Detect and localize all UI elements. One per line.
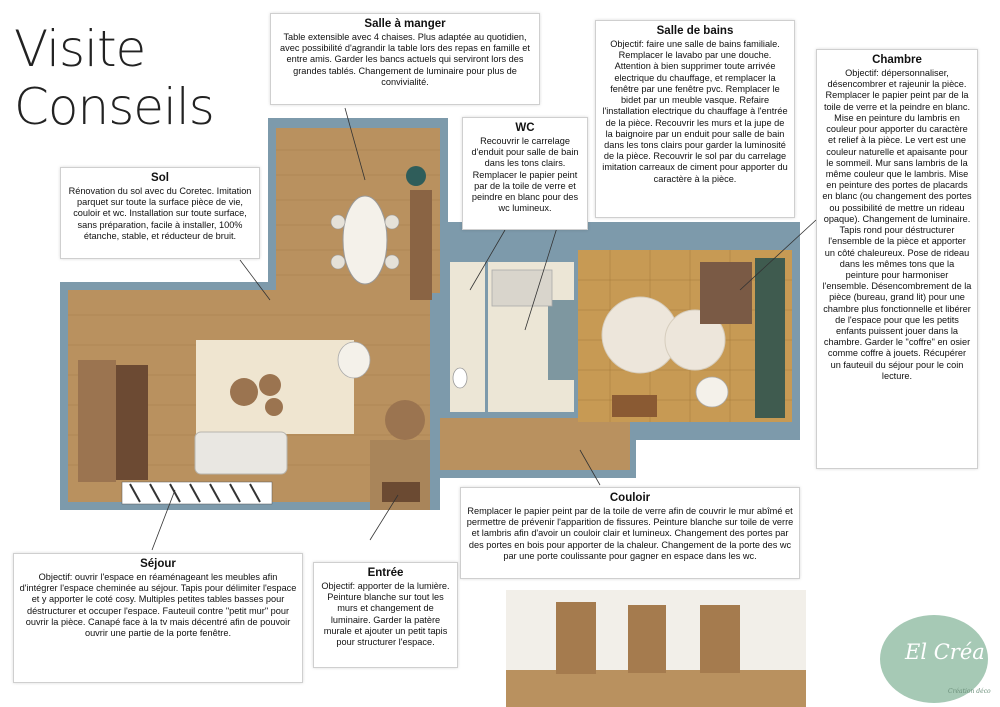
wc-toilet xyxy=(452,367,468,389)
note-title: Entrée xyxy=(367,567,404,579)
note-wc: WC Recouvrir le carrelage d'enduit pour … xyxy=(462,117,588,230)
corridor-door xyxy=(556,602,596,674)
note-title: Salle à manger xyxy=(364,18,446,30)
dining-table xyxy=(342,195,388,285)
dining-chair xyxy=(330,214,346,230)
bedroom-small-rug xyxy=(664,309,726,371)
note-salle-de-bains: Salle de bains Objectif: faire une salle… xyxy=(595,20,795,218)
corridor-view-floor xyxy=(506,670,806,707)
note-title: Couloir xyxy=(609,492,651,504)
note-title: Chambre xyxy=(872,54,922,66)
note-text: Objectif: apporter de la lumière. Peintu… xyxy=(321,581,450,648)
note-title: Salle de bains xyxy=(656,25,734,37)
page-title-line1: Visite xyxy=(14,20,146,78)
note-text: Remplacer le papier peint par de la toil… xyxy=(466,506,794,561)
corridor-floor xyxy=(440,418,630,470)
bedroom-green-wall xyxy=(755,258,785,418)
bookcase xyxy=(116,365,148,480)
note-couloir: Couloir Remplacer le papier peint par de… xyxy=(460,487,800,579)
entrance-rug xyxy=(382,482,420,502)
sofa xyxy=(194,431,288,475)
wc-floor xyxy=(450,262,485,412)
dining-chair xyxy=(384,254,400,270)
brand-logo xyxy=(880,615,988,703)
sideboard xyxy=(78,360,116,482)
note-title: Sol xyxy=(151,172,169,184)
bedroom-toy-chest xyxy=(612,395,657,417)
striped-rug xyxy=(121,481,273,505)
dining-bench xyxy=(410,190,432,300)
striped-rug-stripes xyxy=(129,483,261,503)
armchair xyxy=(337,341,371,379)
brand-logo-tagline: Création déco xyxy=(948,688,991,695)
note-text: Recouvrir le carrelage d'enduit pour sal… xyxy=(471,136,579,214)
corridor-door xyxy=(700,605,740,673)
page-title-line2: Conseils xyxy=(14,78,215,136)
coffee-table xyxy=(265,398,283,416)
leader-lines xyxy=(151,107,817,551)
coffee-table xyxy=(259,374,281,396)
note-text: Objectif: faire une salle de bains famil… xyxy=(602,39,788,184)
dining-chair xyxy=(384,214,400,230)
note-entree: Entrée Objectif: apporter de la lumière.… xyxy=(313,562,458,668)
note-sol: Sol Rénovation du sol avec du Coretec. I… xyxy=(60,167,260,259)
note-text: Rénovation du sol avec du Coretec. Imita… xyxy=(68,186,252,241)
note-title: Séjour xyxy=(140,558,176,570)
plant xyxy=(406,166,426,186)
note-sejour: Séjour Objectif: ouvrir l'espace en réam… xyxy=(13,553,303,683)
bathroom-shower xyxy=(491,269,553,307)
note-text: Table extensible avec 4 chaises. Plus ad… xyxy=(280,32,530,87)
corridor-door xyxy=(628,605,666,673)
coffee-table xyxy=(230,378,258,406)
side-table xyxy=(385,400,425,440)
note-salle-a-manger: Salle à manger Table extensible avec 4 c… xyxy=(270,13,540,105)
bedroom-armchair xyxy=(695,376,729,408)
note-chambre: Chambre Objectif: dépersonnaliser, désen… xyxy=(816,49,978,469)
note-text: Objectif: dépersonnaliser, désencombrer … xyxy=(822,68,972,381)
bedroom-bed xyxy=(700,262,752,324)
dining-chair xyxy=(330,254,346,270)
note-title: WC xyxy=(515,122,535,134)
note-text: Objectif: ouvrir l'espace en réaménagean… xyxy=(19,572,297,639)
brand-logo-name: El Créa' xyxy=(905,640,991,664)
